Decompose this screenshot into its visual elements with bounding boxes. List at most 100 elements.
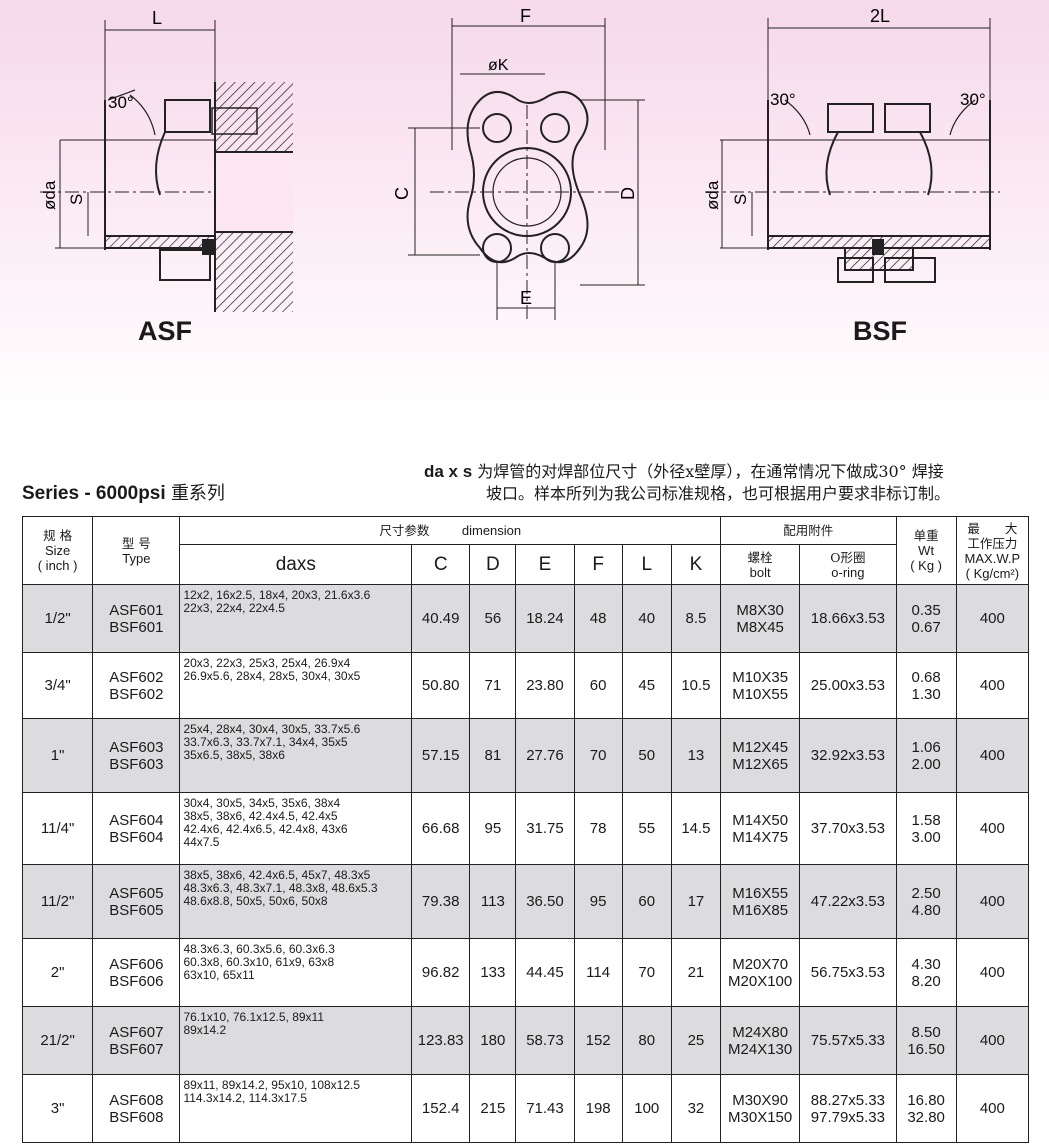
header-max-unit: ( Kg/cm²) bbox=[965, 565, 1020, 581]
dim-L-cell: 40 bbox=[621, 584, 672, 653]
oring-cell: 32.92x3.53 bbox=[799, 718, 897, 793]
dim-C-cell: 123.83 bbox=[411, 1006, 471, 1075]
dim-C-cell: 96.82 bbox=[411, 938, 471, 1007]
front-dim-K: øK bbox=[488, 57, 509, 74]
max-wp-cell: 400 bbox=[955, 584, 1030, 653]
dim-K-cell: 13 bbox=[670, 718, 722, 793]
header-K: K bbox=[670, 544, 722, 585]
max-wp-cell: 400 bbox=[955, 1006, 1030, 1075]
header-type-en: Type bbox=[122, 550, 151, 566]
asf-section-drawing bbox=[40, 20, 293, 312]
bsf-angle-right: 30° bbox=[960, 90, 986, 109]
note-bold: da x s bbox=[424, 462, 473, 481]
front-dim-E: E bbox=[520, 288, 532, 308]
header-max-cn2: 工作压力 bbox=[967, 535, 1018, 551]
weight-cell-1: 4.30 bbox=[911, 955, 941, 973]
front-dim-D: D bbox=[618, 187, 638, 200]
bolt-cell-2: M24X130 bbox=[728, 1040, 793, 1058]
dim-D-cell: 95 bbox=[469, 792, 517, 865]
dim-C-cell: 79.38 bbox=[411, 864, 471, 939]
oring-cell: 75.57x5.33 bbox=[799, 1006, 897, 1075]
oring-cell: 25.00x3.53 bbox=[799, 652, 897, 719]
header-C: C bbox=[411, 544, 471, 585]
header-type: 型 号 Type bbox=[92, 516, 181, 585]
oring-cell: 47.22x3.53 bbox=[799, 864, 897, 939]
bolt-cell-2: M8X45 bbox=[736, 618, 784, 636]
max-wp-cell: 400 bbox=[955, 864, 1030, 939]
type-cell-1: ASF602 bbox=[109, 668, 164, 686]
weight-cell-1: 2.50 bbox=[911, 884, 941, 902]
type-cell-1: ASF604 bbox=[109, 811, 164, 829]
type-cell-1: ASF608 bbox=[109, 1091, 164, 1109]
dim-L-cell: 55 bbox=[621, 792, 672, 865]
weight-cell-2: 32.80 bbox=[907, 1108, 945, 1126]
dim-K-cell: 8.5 bbox=[670, 584, 722, 653]
weight-cell-2: 1.30 bbox=[911, 685, 941, 703]
dim-L-cell: 100 bbox=[621, 1074, 672, 1143]
weight-cell-2: 3.00 bbox=[911, 828, 941, 846]
header-max-wp: 最 大 工作压力 MAX.W.P ( Kg/cm²) bbox=[955, 516, 1030, 585]
header-wt-en: Wt bbox=[918, 543, 935, 558]
header-D: D bbox=[469, 544, 517, 585]
dim-E-cell: 58.73 bbox=[515, 1006, 575, 1075]
header-oring-en: o-ring bbox=[831, 564, 865, 580]
front-dim-C: C bbox=[392, 187, 412, 200]
dim-F-cell: 95 bbox=[573, 864, 623, 939]
max-wp-cell: 400 bbox=[955, 1074, 1030, 1143]
dim-E-cell: 31.75 bbox=[515, 792, 575, 865]
bsf-title: BSF bbox=[853, 316, 907, 346]
asf-dim-S: S bbox=[67, 194, 86, 205]
bolt-cell-1: M14X50 bbox=[732, 811, 789, 829]
dim-E-cell: 18.24 bbox=[515, 584, 575, 653]
dim-K-cell: 17 bbox=[670, 864, 722, 939]
dim-C-cell: 57.15 bbox=[411, 718, 471, 793]
asf-title: ASF bbox=[138, 316, 192, 346]
type-cell-2: BSF604 bbox=[109, 828, 164, 846]
flange-drawings: L 30° ødа S F bbox=[40, 6, 1000, 320]
max-wp-cell: 400 bbox=[955, 652, 1030, 719]
type-cell-1: ASF607 bbox=[109, 1023, 164, 1041]
header-accessories: 配用附件 bbox=[720, 516, 897, 545]
dim-K-cell: 10.5 bbox=[670, 652, 722, 719]
dim-F-cell: 70 bbox=[573, 718, 623, 793]
header-daxs: daxs bbox=[179, 544, 413, 585]
bolt-cell-1: M16X55 bbox=[732, 884, 789, 902]
bolt-cell-2: M12X65 bbox=[732, 755, 789, 773]
daxs-cell: 12x2, 16x2.5, 18x4, 20x3, 21.6x3.6 22x3,… bbox=[179, 584, 413, 653]
series-heading: Series - 6000psi 重系列 bbox=[22, 479, 225, 505]
oring-cell: 37.70x3.53 bbox=[799, 792, 897, 865]
bsf-dim-2L: 2L bbox=[870, 6, 890, 26]
header-bolt-cn: 螺栓 bbox=[747, 549, 773, 565]
header-F: F bbox=[573, 544, 623, 585]
flange-front-view bbox=[408, 18, 645, 320]
weight-cell-1: 1.06 bbox=[911, 738, 941, 756]
dim-F-cell: 78 bbox=[573, 792, 623, 865]
dim-D-cell: 56 bbox=[469, 584, 517, 653]
type-cell-2: BSF603 bbox=[109, 755, 164, 773]
dim-D-cell: 180 bbox=[469, 1006, 517, 1075]
bsf-section-drawing bbox=[705, 18, 1000, 283]
weight-cell-1: 8.50 bbox=[911, 1023, 941, 1041]
daxs-cell: 38x5, 38x6, 42.4x6.5, 45x7, 48.3x5 48.3x… bbox=[179, 864, 413, 939]
dim-D-cell: 71 bbox=[469, 652, 517, 719]
type-cell-2: BSF607 bbox=[109, 1040, 164, 1058]
dim-E-cell: 44.45 bbox=[515, 938, 575, 1007]
dim-C-cell: 66.68 bbox=[411, 792, 471, 865]
header-dim-cn: 尺寸参数 bbox=[379, 523, 430, 538]
